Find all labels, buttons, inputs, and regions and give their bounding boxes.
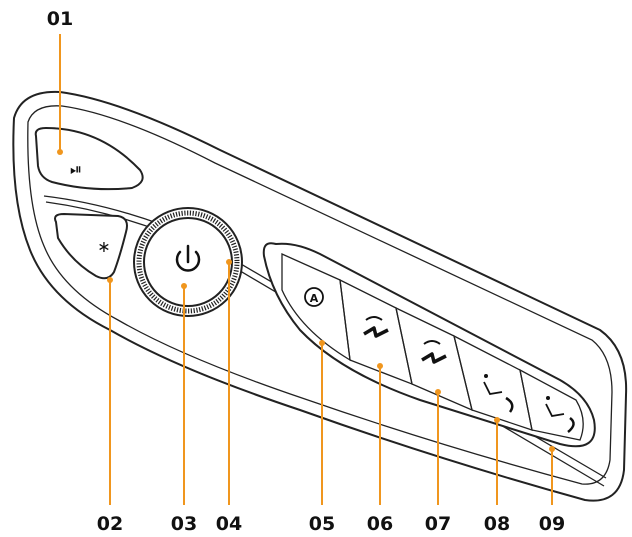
bluetooth-icon: ∗ [97,237,110,256]
callout-08: 08 [484,513,510,535]
seat-button-strip [262,242,596,448]
auto-mode-icon: A [304,287,324,307]
callout-03: 03 [171,513,197,535]
svg-text:A: A [310,292,319,305]
recline-back-icon [421,340,447,364]
recline-forward-icon [363,316,389,338]
seat-recline-icon [483,374,514,413]
rotary-knob-ring[interactable] [136,210,240,314]
callout-06: 06 [367,513,393,535]
bluetooth-button[interactable]: ∗ [54,212,128,280]
callout-02: 02 [97,513,123,535]
callout-05: 05 [309,513,335,535]
callout-labels: 01 02 03 04 05 06 07 08 09 [47,8,565,535]
callout-01: 01 [47,8,73,30]
callout-04: 04 [216,513,242,535]
leader-lines [57,34,555,505]
callout-09: 09 [539,513,565,535]
play-pause-icon: ⏯ [70,160,82,178]
seat-button-4[interactable] [519,368,584,441]
power-knob[interactable] [133,207,243,317]
callout-07: 07 [425,513,451,535]
power-icon [175,244,201,272]
seat-return-icon [545,396,575,433]
play-pause-button[interactable]: ⏯ [34,126,144,191]
